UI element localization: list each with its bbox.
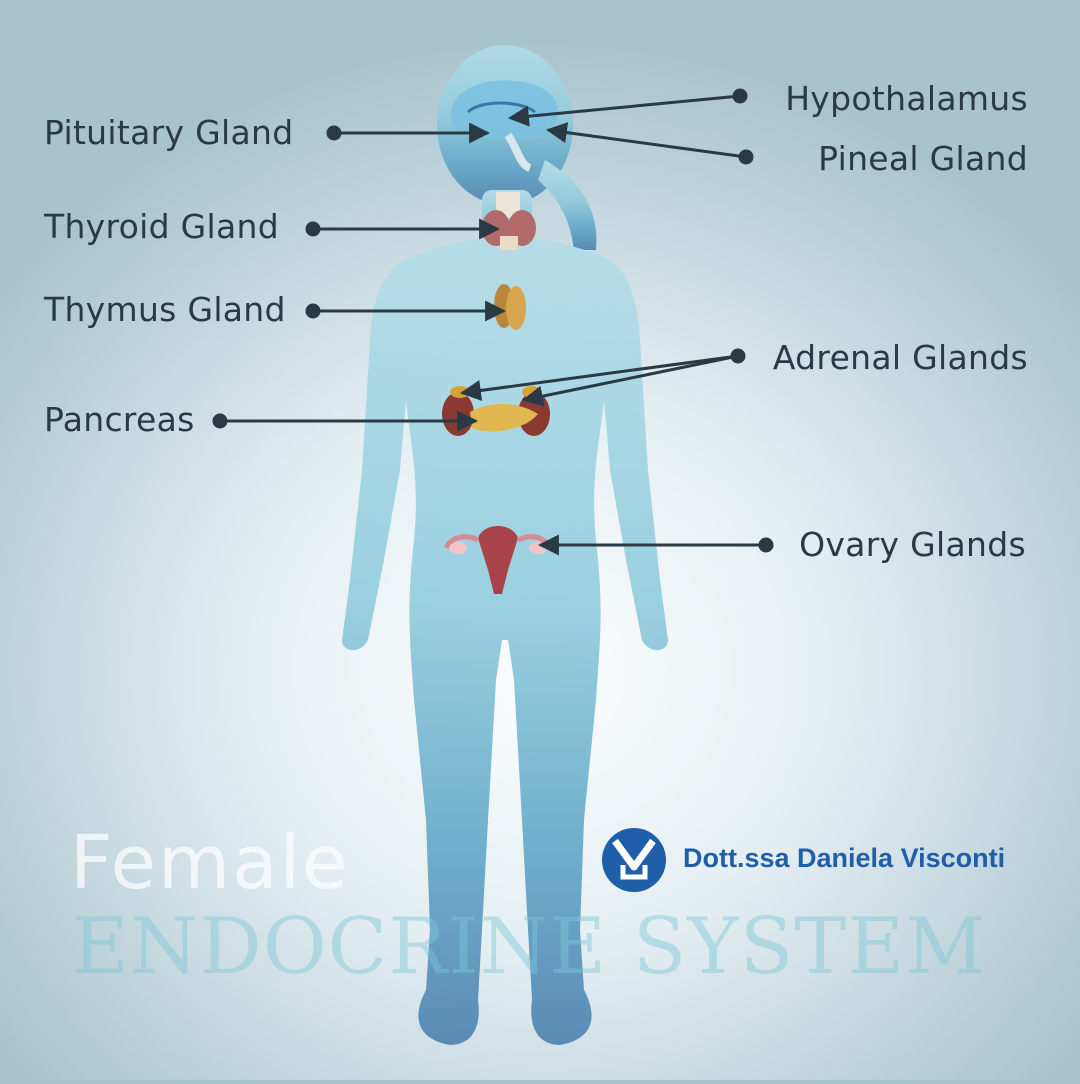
pineal-leader [545, 122, 747, 159]
pancreas-dot [212, 413, 228, 429]
ovary-dot [758, 537, 774, 553]
brand-logo-icon [602, 828, 666, 892]
hypothalamus-leader [507, 94, 741, 127]
label-adrenal-glands: Adrenal Glands [772, 338, 1028, 377]
label-ovary-glands: Ovary Glands [799, 525, 1026, 564]
thymus-illustration [494, 284, 526, 330]
title-female: Female [70, 820, 350, 906]
pituitary-dot [326, 125, 342, 141]
hypothalamus-dot [732, 88, 748, 104]
label-thyroid-gland: Thyroid Gland [44, 207, 279, 246]
label-hypothalamus: Hypothalamus [785, 79, 1028, 118]
adrenal-dot [730, 348, 746, 364]
thyroid-dot [305, 221, 321, 237]
brand-name: Dott.ssa Daniela Visconti [683, 843, 1006, 873]
label-thymus-gland: Thymus Gland [44, 290, 286, 329]
title-endocrine-system: ENDOCRINE SYSTEM [72, 902, 987, 992]
leader-lines [212, 88, 774, 556]
label-pineal-gland: Pineal Gland [818, 139, 1028, 178]
thymus-dot [305, 303, 321, 319]
ovaries-illustration [443, 526, 553, 594]
label-pituitary-gland: Pituitary Gland [44, 113, 294, 152]
pineal-dot [738, 149, 754, 165]
adrenal-leader-left [459, 354, 739, 401]
adrenal-leader-right [521, 354, 739, 407]
label-pancreas: Pancreas [44, 400, 195, 439]
